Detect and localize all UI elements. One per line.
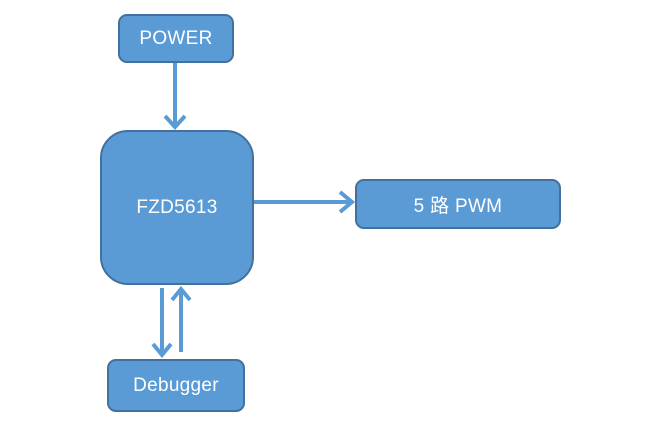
arrow-power-to-mcu [163, 63, 187, 130]
arrow-debugger-to-mcu [170, 285, 192, 352]
node-pwm: 5 路 PWM [355, 179, 561, 229]
node-power: POWER [118, 14, 234, 63]
node-debugger-label: Debugger [133, 374, 219, 396]
node-debugger: Debugger [107, 359, 245, 412]
node-mcu: FZD5613 [100, 130, 254, 285]
arrow-mcu-to-debugger [151, 288, 173, 359]
node-mcu-label: FZD5613 [136, 196, 218, 218]
node-pwm-label: 5 路 PWM [413, 195, 503, 217]
arrow-mcu-to-pwm [254, 190, 356, 214]
node-power-label: POWER [139, 27, 213, 49]
